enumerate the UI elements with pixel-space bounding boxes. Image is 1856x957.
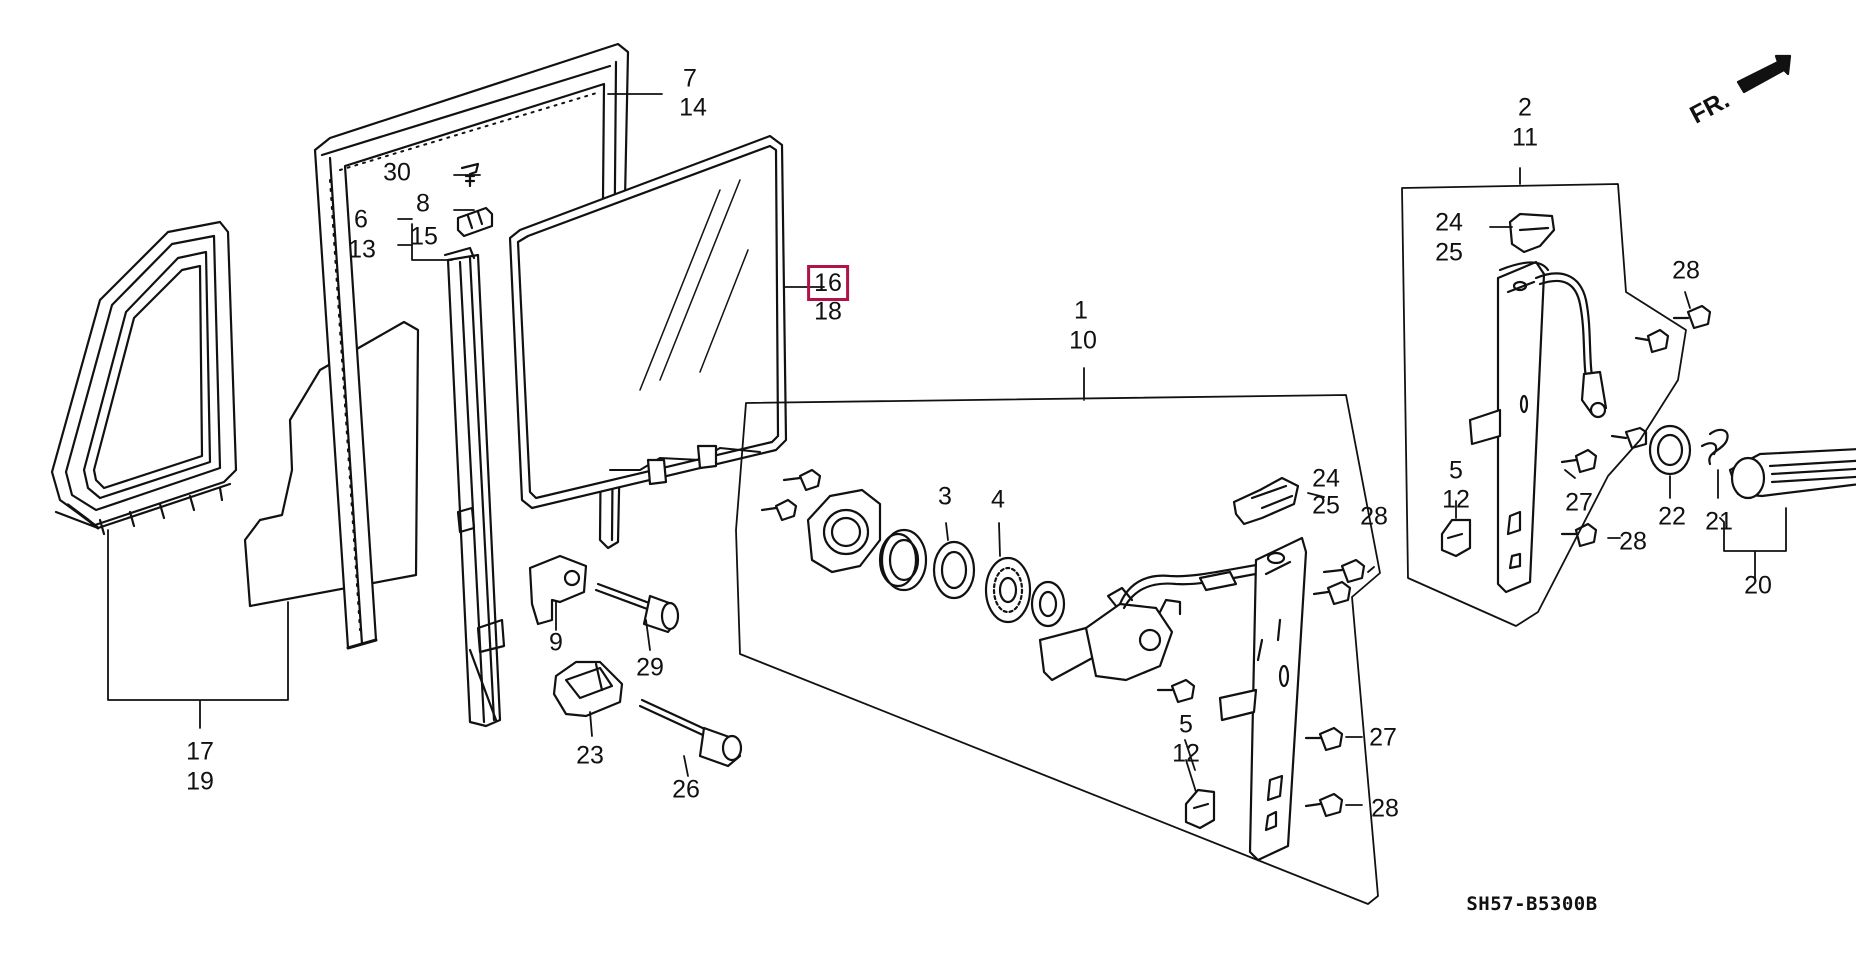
quarter-glass-frame-part [52, 222, 236, 534]
callout-25-lower[interactable]: 25 [1312, 491, 1340, 520]
center-guide-channel-part [445, 248, 504, 726]
callout-4[interactable]: 4 [991, 485, 1005, 514]
callout-27-upper[interactable]: 27 [1565, 488, 1593, 517]
callout-19[interactable]: 19 [186, 767, 214, 796]
callout-1[interactable]: 1 [1074, 296, 1088, 325]
callout-2[interactable]: 2 [1518, 93, 1532, 122]
window-handle-20-part [1730, 448, 1856, 498]
callout-16-highlighted[interactable]: 16 [807, 265, 849, 301]
clip-21-part [1702, 430, 1728, 464]
callout-9[interactable]: 9 [549, 628, 563, 657]
callout-21[interactable]: 21 [1705, 507, 1733, 536]
leader-lines [108, 94, 1786, 904]
holder-9-part [530, 556, 586, 624]
callout-3[interactable]: 3 [938, 482, 952, 511]
callout-30[interactable]: 30 [383, 158, 411, 187]
callout-26[interactable]: 26 [672, 775, 700, 804]
callout-18[interactable]: 18 [814, 297, 842, 326]
bolt-29-part [596, 584, 678, 632]
callout-7[interactable]: 7 [683, 64, 697, 93]
callout-6[interactable]: 6 [354, 205, 368, 234]
quarter-glass-part [245, 322, 418, 606]
callout-23[interactable]: 23 [576, 741, 604, 770]
callout-28-upper-right[interactable]: 28 [1672, 256, 1700, 285]
callout-28-bottom[interactable]: 28 [1371, 794, 1399, 823]
callout-10[interactable]: 10 [1069, 326, 1097, 355]
callout-15[interactable]: 15 [410, 222, 438, 251]
glass-clip-part [458, 208, 492, 236]
holder-23-part [554, 662, 622, 716]
callout-14[interactable]: 14 [679, 93, 707, 122]
callout-29[interactable]: 29 [636, 653, 664, 682]
screw-30-part [462, 164, 478, 186]
callout-28-mid-right[interactable]: 28 [1619, 527, 1647, 556]
callout-13[interactable]: 13 [348, 235, 376, 264]
callout-20[interactable]: 20 [1744, 571, 1772, 600]
callout-22[interactable]: 22 [1658, 502, 1686, 531]
callout-25-upper[interactable]: 25 [1435, 238, 1463, 267]
door-glass-part [510, 136, 786, 508]
callout-24-lower[interactable]: 24 [1312, 464, 1340, 493]
callout-27-lower[interactable]: 27 [1369, 723, 1397, 752]
callout-28-lower[interactable]: 28 [1360, 502, 1388, 531]
right-regulator-assembly-part [1442, 214, 1710, 592]
callout-17[interactable]: 17 [186, 737, 214, 766]
callout-12-lower[interactable]: 12 [1172, 739, 1200, 768]
seal-22-part [1650, 426, 1690, 474]
front-direction-arrow [1738, 56, 1790, 92]
bolt-26-part [640, 700, 741, 766]
callout-8[interactable]: 8 [416, 189, 430, 218]
callout-12-upper[interactable]: 12 [1442, 485, 1470, 514]
callout-11[interactable]: 11 [1512, 123, 1538, 152]
callout-5-upper[interactable]: 5 [1449, 456, 1463, 485]
diagram-code: SH57-B5300B [1466, 893, 1598, 915]
regulator-assembly-part [762, 470, 1364, 860]
callout-24-upper[interactable]: 24 [1435, 208, 1463, 237]
callout-5-lower[interactable]: 5 [1179, 710, 1193, 739]
